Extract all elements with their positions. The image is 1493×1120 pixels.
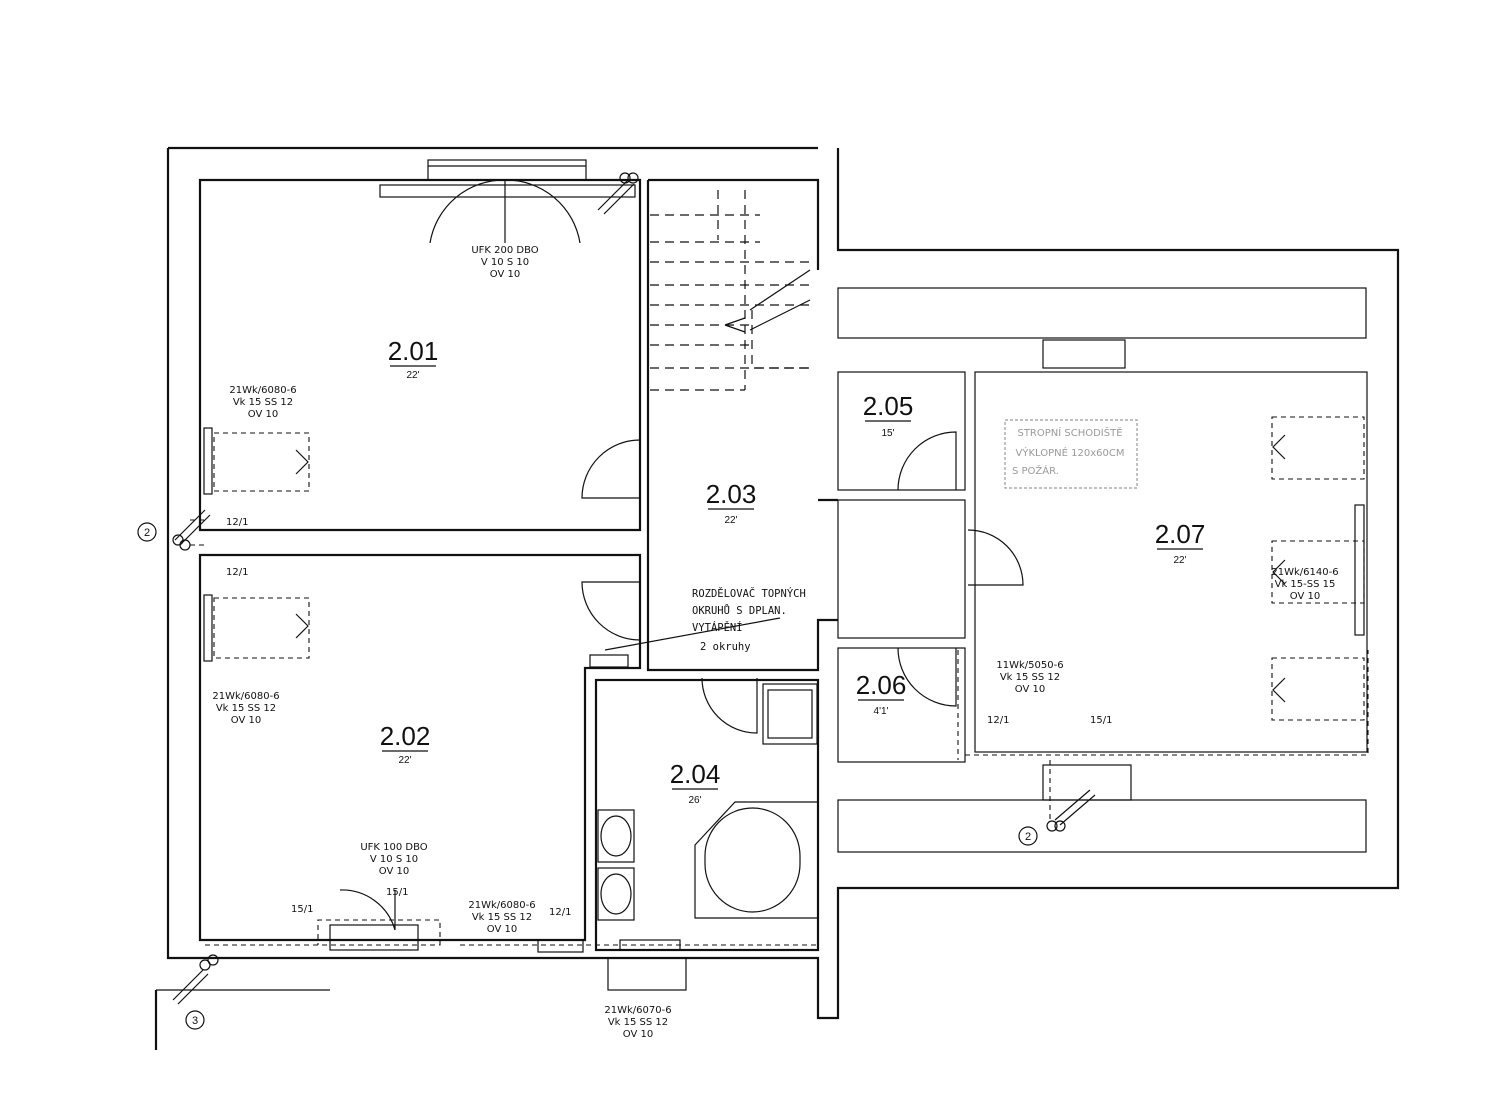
spec-line: OV 10 <box>487 924 517 935</box>
spec-line: UFK 200 DBO <box>471 245 538 256</box>
pipe-size: 12/1 <box>987 715 1009 726</box>
circuit-marker-bottom <box>185 1010 205 1030</box>
spec-line: OV 10 <box>1015 684 1045 695</box>
staircase <box>646 178 838 672</box>
spec-line: OV 10 <box>231 715 261 726</box>
radiators <box>203 416 1365 953</box>
spec-line: Vk 15 SS 12 <box>608 1017 668 1028</box>
room-temp: 22' <box>724 515 737 526</box>
doors <box>339 179 1024 931</box>
circuit-label-right: 2 <box>1025 831 1031 843</box>
room-temp: 22' <box>1173 555 1186 566</box>
pipe-size: 12/1 <box>549 907 571 918</box>
right-rooms <box>837 287 1368 853</box>
manifold-note-line: 2 okruhy <box>700 641 751 653</box>
spec-line: OV 10 <box>490 269 520 280</box>
spec-line: 21Wk/6140-6 <box>1271 567 1338 578</box>
manifold <box>589 617 781 668</box>
circuit-marker-left <box>137 522 157 542</box>
spec-line: Vk 15 SS 12 <box>472 912 532 923</box>
pipe-size: 12/1 <box>226 517 248 528</box>
spec-line: Vk 15 SS 12 <box>233 397 293 408</box>
room-temp: 26' <box>688 795 701 806</box>
spec-line: 21Wk/6080-6 <box>212 691 279 702</box>
circuit-label-left: 2 <box>144 527 150 539</box>
spec-line: OV 10 <box>623 1029 653 1040</box>
pipe-arrows <box>172 172 1096 1005</box>
room-labels: 2.01 22' 2.02 22' 2.03 22' 2.04 26' 2.05… <box>380 336 1206 806</box>
spec-line: OV 10 <box>248 409 278 420</box>
room-number: 2.03 <box>706 479 757 509</box>
pipe-size: 15/1 <box>291 904 313 915</box>
spec-line: Vk 15-SS 15 <box>1275 579 1336 590</box>
spec-line: 21Wk/6080-6 <box>468 900 535 911</box>
stair-note-line: VÝKLOPNÉ 120x60CM <box>1016 446 1125 459</box>
manifold-note-line: ROZDĚLOVAČ TOPNÝCH <box>692 587 806 600</box>
spec-line: 11Wk/5050-6 <box>996 660 1063 671</box>
spec-line: V 10 S 10 <box>481 257 529 268</box>
spec-line: V 10 S 10 <box>370 854 418 865</box>
room-temp: 22' <box>406 370 419 381</box>
pipe-runs <box>190 519 1369 946</box>
manifold-note-line: OKRUHŮ S DPLAN. <box>692 604 787 617</box>
pipe-size: 15/1 <box>386 887 408 898</box>
circuit-label-bottom: 3 <box>192 1015 198 1027</box>
circuit-marker-right <box>1018 826 1038 846</box>
room-number: 2.02 <box>380 721 431 751</box>
room-number: 2.07 <box>1155 519 1206 549</box>
room-temp: 4'1' <box>874 706 889 717</box>
room-temp: 22' <box>398 755 411 766</box>
spec-line: OV 10 <box>379 866 409 877</box>
spec-line: Vk 15 SS 12 <box>216 703 276 714</box>
circuit-markers: 2 3 2 <box>137 522 1038 1030</box>
bathroom <box>594 678 820 991</box>
room-temp: 15' <box>881 428 894 439</box>
spec-line: Vk 15 SS 12 <box>1000 672 1060 683</box>
spec-line: OV 10 <box>1290 591 1320 602</box>
stair-note-line: STROPNÍ SCHODIŠTĚ <box>1017 426 1122 439</box>
room-number: 2.06 <box>856 670 907 700</box>
pipe-labels: 12/1 12/1 15/1 15/1 12/1 12/1 15/1 <box>226 517 1112 918</box>
stair-note-line: S POŽÁR. <box>1012 464 1059 477</box>
spec-labels: UFK 200 DBO V 10 S 10 OV 10 21Wk/6080-6 … <box>212 245 1338 1040</box>
pipe-size: 15/1 <box>1090 715 1112 726</box>
spec-line: 21Wk/6070-6 <box>604 1005 671 1016</box>
room-number: 2.04 <box>670 759 721 789</box>
window-top <box>379 159 636 198</box>
manifold-note-line: VYTÁPĚNÍ <box>692 621 743 634</box>
pipe-size: 12/1 <box>226 567 248 578</box>
room-number: 2.01 <box>388 336 439 366</box>
room-number: 2.05 <box>863 391 914 421</box>
spec-line: 21Wk/6080-6 <box>229 385 296 396</box>
spec-line: UFK 100 DBO <box>360 842 427 853</box>
